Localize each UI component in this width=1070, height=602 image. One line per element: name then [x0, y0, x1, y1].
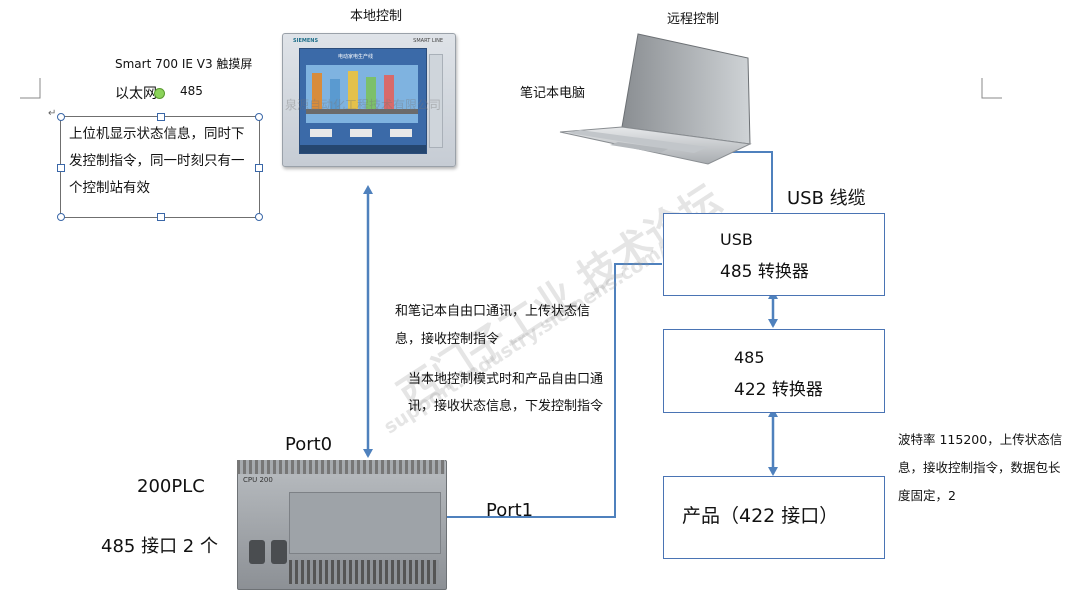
rs485-top-label: 485 [180, 84, 203, 98]
laptop-icon [559, 33, 752, 165]
plc-label: 200PLC [137, 476, 205, 497]
product-box: 产品（422 接口） [663, 476, 885, 559]
hmi-note-text: 上位机显示状态信息，同时下发控制指令，同一时刻只有一个控制站有效 [69, 126, 245, 196]
usb-485-line2: 485 转换器 [720, 262, 809, 282]
baud-rate-note: 波特率 115200，上传状态信息，接收控制指令，数据包长度固定，2 [898, 432, 1063, 503]
port0-label: Port0 [285, 434, 333, 455]
485-422-line1: 485 [734, 348, 765, 367]
hmi-brand: SIEMENS [293, 38, 319, 44]
smart700-label: Smart 700 IE V3 触摸屏 [115, 57, 253, 71]
hmi-touchscreen: SIEMENS SMART LINE 电动家电生产线 [282, 33, 456, 167]
plc-port1-connector [271, 540, 287, 564]
usb-cable-label: USB 线缆 [787, 188, 866, 209]
hmi-model: SMART LINE [413, 38, 443, 44]
hmi-note-textbox[interactable]: 上位机显示状态信息，同时下发控制指令，同一时刻只有一个控制站有效 [57, 113, 263, 221]
laptop-comm-note: 和笔记本自由口通讯，上传状态信息，接收控制指令 [395, 304, 591, 347]
hmi-screen: 电动家电生产线 [299, 48, 427, 154]
corner-mark-right [981, 78, 1002, 99]
local-control-label: 本地控制 [350, 9, 403, 24]
corner-mark-left [20, 78, 41, 99]
usb-485-converter-box: USB 485 转换器 [663, 213, 885, 296]
paragraph-mark: ↵ [48, 108, 57, 119]
port1-label: Port1 [486, 500, 534, 521]
plc-port0-connector [249, 540, 265, 564]
port1-line [434, 263, 662, 522]
product-label: 产品（422 接口） [682, 505, 839, 527]
plc-model: CPU 200 [243, 476, 273, 484]
plc-device: CPU 200 [237, 452, 447, 590]
laptop-label: 笔记本电脑 [520, 86, 586, 101]
ethernet-label: 以太网 [115, 86, 157, 102]
rs485-ports-label: 485 接口 2 个 [101, 536, 218, 557]
local-mode-note: 当本地控制模式时和产品自由口通讯，接收状态信息，下发控制指令 [408, 372, 604, 414]
485-422-converter-box: 485 422 转换器 [663, 329, 885, 413]
usb-485-line1: USB [720, 230, 753, 249]
selection-rotate-handle[interactable] [154, 88, 165, 99]
hmi-screen-title: 电动家电生产线 [338, 54, 374, 60]
remote-control-label: 远程控制 [667, 12, 720, 27]
watermark-company: 泉源自动化工程技术有限公司 [285, 98, 442, 112]
485-422-line2: 422 转换器 [734, 380, 823, 400]
